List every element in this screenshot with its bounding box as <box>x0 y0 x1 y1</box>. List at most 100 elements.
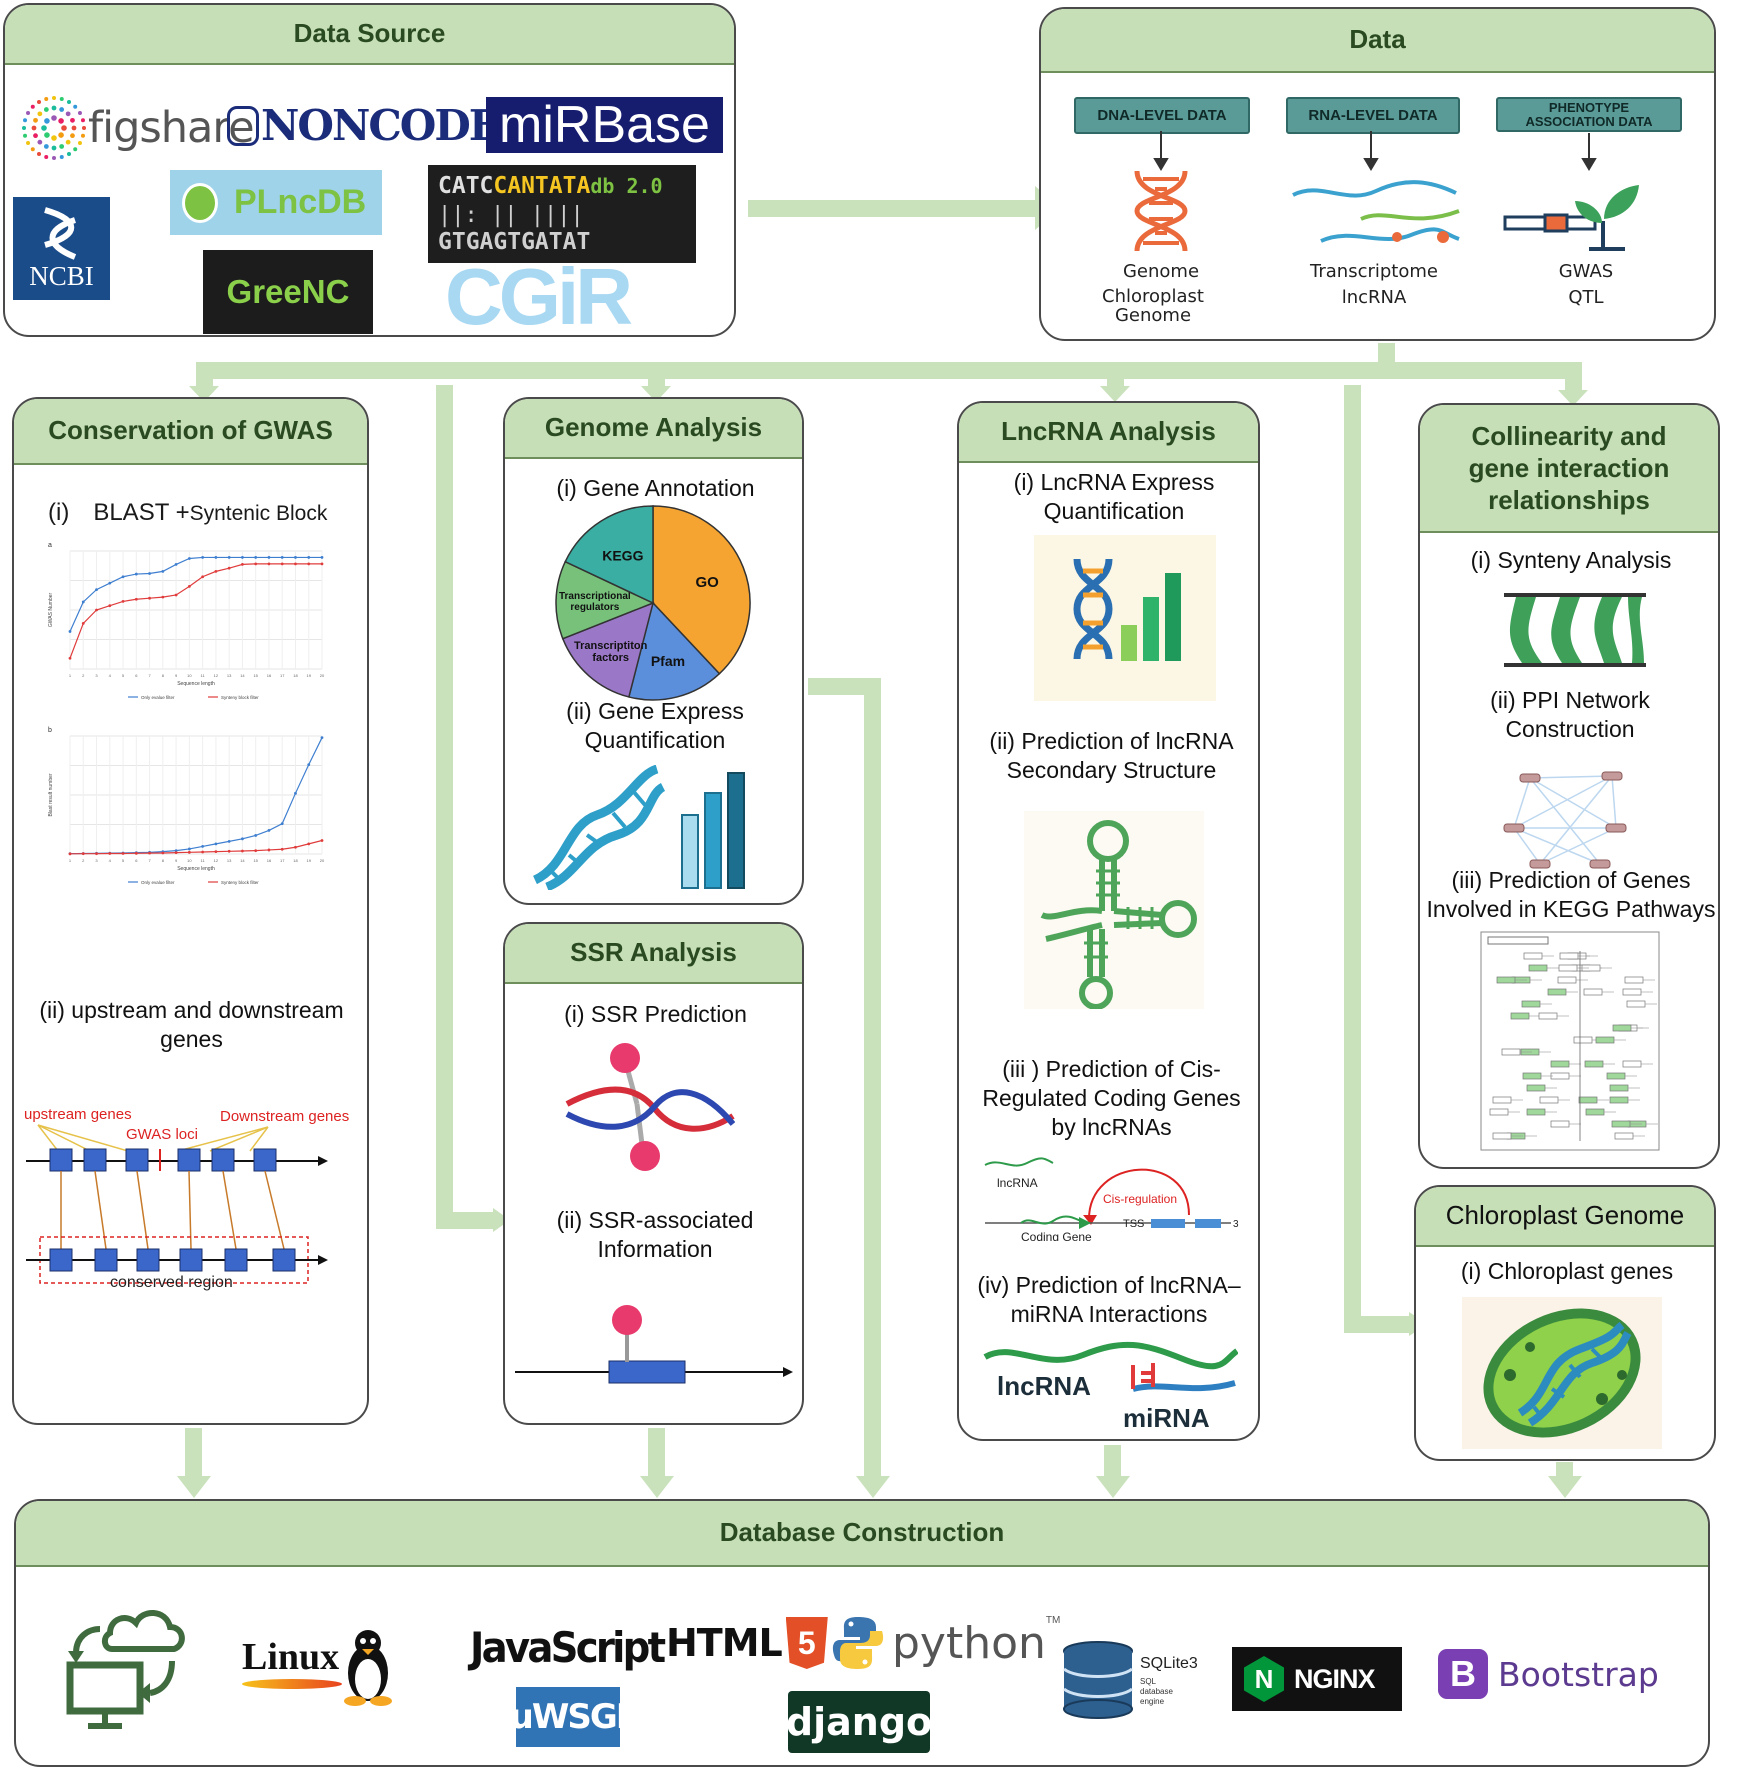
pie-slice-label: Transcriptiton <box>574 640 648 652</box>
kegg-gene-box <box>1557 976 1577 984</box>
x-tick-label: 10 <box>187 673 192 678</box>
figshare-dot <box>26 141 31 145</box>
data-point <box>320 556 324 559</box>
data-point <box>280 556 284 559</box>
chloroplast-dna-icon <box>1483 1308 1641 1438</box>
pie-slice <box>555 560 655 640</box>
kegg-gene-box <box>1583 988 1603 996</box>
x-tick-label: 6 <box>135 673 138 678</box>
figshare-dot <box>30 147 35 152</box>
rna-label-transcriptome: Transcriptome <box>1310 261 1438 282</box>
gwas-loci-label: GWAS loci <box>126 1126 198 1143</box>
kegg-gene-box <box>1538 1012 1558 1020</box>
x-tick-label: 7 <box>148 673 151 678</box>
chart-panel-label: b <box>48 727 52 734</box>
data-point <box>134 597 138 601</box>
data-point <box>187 847 191 851</box>
x-axis-label: Sequence length <box>177 866 215 872</box>
data-point <box>108 604 112 608</box>
data-point <box>307 556 311 559</box>
data-point <box>174 849 178 853</box>
chloroplast-card <box>1462 1297 1662 1449</box>
data-source-title: Data Source <box>5 5 734 65</box>
pie-slice-label: regulators <box>570 602 619 613</box>
figshare-dot <box>44 97 49 102</box>
figshare-dot <box>80 118 85 123</box>
chloroplast-title: Chloroplast Genome <box>1416 1187 1714 1247</box>
x-tick-label: 4 <box>109 673 112 678</box>
synteny-bands-icon <box>1504 593 1646 667</box>
kegg-gene-box <box>1496 976 1516 984</box>
data-point <box>280 822 284 826</box>
figshare-dot <box>59 144 65 149</box>
data-point <box>201 850 205 854</box>
kegg-gene-box <box>1558 964 1578 972</box>
pie-slice <box>627 601 721 701</box>
legend-entry: Only evalue filter <box>141 880 175 885</box>
data-point <box>148 851 151 855</box>
pie-slice <box>561 601 655 698</box>
upstream-genes-label: upstream genes <box>24 1106 132 1123</box>
figshare-dot <box>52 96 56 100</box>
figshare-dot <box>33 117 38 123</box>
data-point <box>201 556 205 559</box>
data-point <box>148 596 151 600</box>
data-point <box>81 600 85 604</box>
data-point <box>121 852 125 855</box>
x-tick-label: 2 <box>82 673 85 678</box>
data-point <box>214 556 218 559</box>
data-point <box>95 608 98 612</box>
kegg-gene-box <box>1611 1120 1631 1128</box>
data-point <box>68 656 72 660</box>
data-point <box>254 562 258 566</box>
figshare-dot <box>44 154 49 159</box>
x-tick-label: 8 <box>162 673 165 678</box>
kegg-gene-box <box>1539 1096 1559 1104</box>
x-tick-label: 12 <box>214 673 219 678</box>
svg-text:3: 3 <box>1233 1219 1239 1230</box>
x-tick-label: 1 <box>69 673 72 678</box>
data-point <box>320 839 324 842</box>
kegg-pathway-map-icon <box>1480 931 1660 1151</box>
data-point <box>227 839 231 843</box>
data-point <box>161 569 165 573</box>
kegg-gene-box <box>1573 1036 1593 1044</box>
x-tick-label: 2 <box>82 858 85 863</box>
svg-text:Coding Gene: Coding Gene <box>1021 1230 1092 1241</box>
kegg-gene-box <box>1622 1060 1642 1068</box>
collinearity-item1: (i) Synteny Analysis <box>1470 547 1672 573</box>
nginx-logo: N NGINX <box>1232 1647 1402 1711</box>
data-point <box>307 562 311 566</box>
figshare-logo-icon <box>22 96 86 160</box>
kegg-gene-box <box>1492 1096 1512 1104</box>
x-tick-label: 17 <box>280 858 285 863</box>
figshare-dot <box>52 156 56 160</box>
x-tick-label: 15 <box>253 858 258 863</box>
x-tick-label: 11 <box>201 858 206 863</box>
legend-entry: Synteny block filter <box>221 880 259 885</box>
data-point <box>241 563 244 566</box>
data-point <box>174 563 178 566</box>
figshare-dot <box>37 100 41 105</box>
figshare-dot <box>59 97 64 102</box>
plncdb-leaf-icon <box>182 182 218 223</box>
cis-regulation-diagram: lncRNA Cis-regulation TSS 3 Coding Gene <box>984 1157 1239 1241</box>
lncrna-panel: LncRNA Analysis (i) LncRNA Express Quant… <box>957 401 1260 1441</box>
data-point <box>294 791 297 795</box>
ncbi-helix-icon <box>44 207 77 260</box>
dna-label-chloroplast: Chloroplast Genome <box>1102 286 1204 326</box>
gwas-sprout-icon <box>1503 185 1639 251</box>
data-point <box>108 852 112 855</box>
figshare-dot <box>26 111 31 115</box>
collinearity-item2: (ii) PPI Network Construction <box>1490 687 1650 742</box>
x-tick-label: 12 <box>214 858 219 863</box>
uwsgi-logo: uWSGI <box>510 1687 628 1747</box>
data-point <box>294 845 297 849</box>
kegg-gene-box <box>1547 988 1567 996</box>
x-tick-label: 10 <box>187 858 192 863</box>
data-point <box>280 847 284 851</box>
data-point <box>81 622 85 625</box>
x-tick-label: 3 <box>95 673 98 678</box>
